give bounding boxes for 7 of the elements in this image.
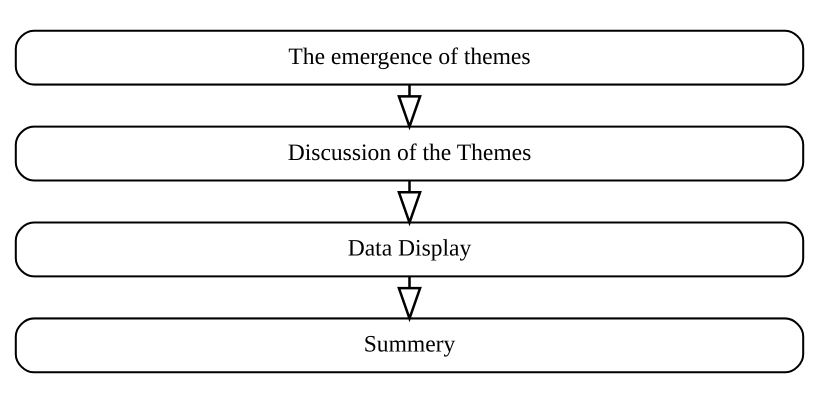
arrow bbox=[397, 276, 422, 322]
arrow bbox=[397, 84, 422, 130]
node-box: Data Display bbox=[14, 222, 804, 278]
node-box: Discussion of the Themes bbox=[14, 126, 804, 182]
arrow bbox=[397, 180, 422, 226]
node-box: The emergence of themes bbox=[14, 30, 804, 86]
node-box: Summery bbox=[14, 317, 804, 374]
